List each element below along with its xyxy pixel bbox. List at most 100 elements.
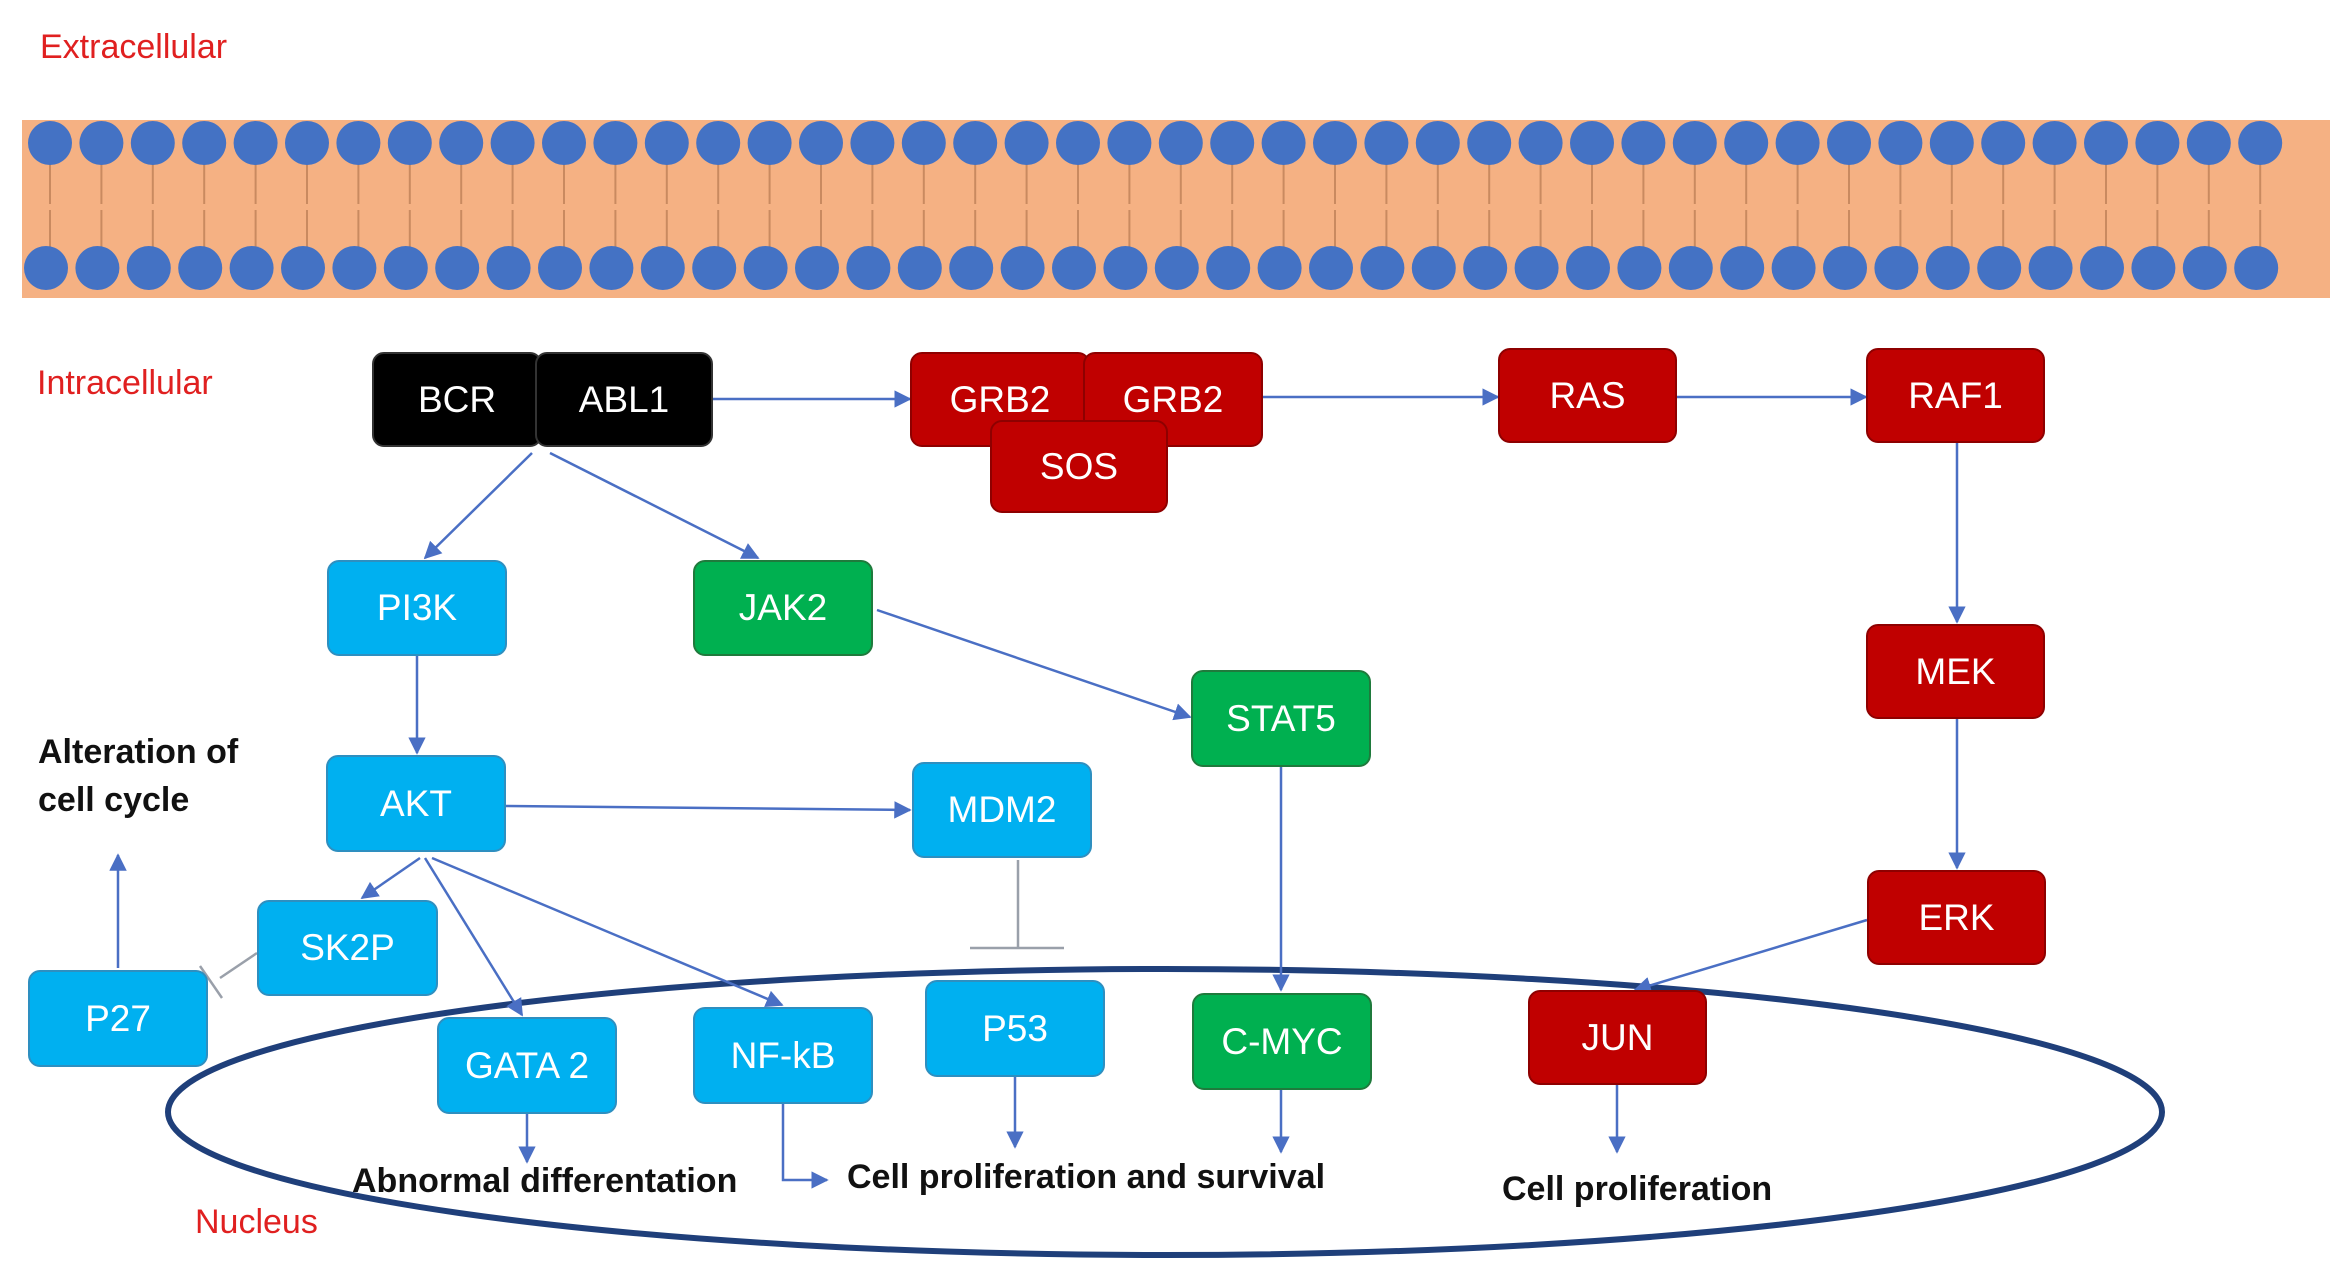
- lipid-head: [1000, 246, 1045, 290]
- nucleus-membrane: [165, 966, 2165, 1258]
- lipid-head: [1823, 246, 1867, 290]
- bcr-node: BCR: [372, 352, 542, 447]
- lipid-head: [542, 121, 586, 165]
- lipid-head: [644, 121, 689, 165]
- lipid-heads-inner-layer: [24, 246, 2279, 290]
- lipid-head: [1874, 246, 1919, 290]
- lipid-head: [593, 121, 638, 165]
- arrow-bcr-to-jak2: [549, 451, 760, 560]
- lipid-head: [897, 246, 942, 290]
- gata2-node: GATA 2: [437, 1017, 617, 1114]
- arrow-bcr-to-pi3k: [423, 452, 533, 560]
- lipid-head: [1724, 121, 1769, 165]
- nfkb-node: NF-kB: [693, 1007, 873, 1104]
- lipid-head: [1771, 246, 1816, 290]
- lipid-head: [2131, 246, 2176, 290]
- lipid-head: [850, 121, 895, 165]
- lipid-head: [79, 121, 124, 165]
- lipid-head: [1103, 246, 1148, 290]
- lipid-head: [589, 246, 634, 290]
- cell-membrane: [22, 120, 2330, 298]
- lipid-head: [1878, 121, 1923, 165]
- raf1-node: RAF1: [1866, 348, 2045, 443]
- lipid-head: [1617, 246, 1662, 290]
- lipid-head: [1925, 246, 1970, 290]
- jun-node: JUN: [1528, 990, 1707, 1085]
- sos-node: SOS: [990, 420, 1168, 513]
- lipid-head: [387, 121, 432, 165]
- lipid-head: [538, 246, 582, 290]
- nucleus-label: Nucleus: [195, 1203, 318, 1241]
- lipid-head: [1411, 246, 1456, 290]
- alteration-label-line1: Alteration of: [38, 733, 239, 771]
- p27-node: P27: [28, 970, 208, 1067]
- abnormal-differentiation-label: Abnormal differentation: [352, 1162, 738, 1200]
- lipid-head: [1981, 121, 2026, 165]
- arrow-nfkb-to-proliferation-survival: [781, 1104, 829, 1189]
- lipid-head: [439, 121, 484, 165]
- lipid-head: [1463, 246, 1508, 290]
- lipid-head: [75, 246, 120, 290]
- lipid-head: [490, 121, 535, 165]
- cell-proliferation-label: Cell proliferation: [1502, 1170, 1773, 1208]
- lipid-head: [130, 121, 175, 165]
- lipid-head: [1004, 121, 1049, 165]
- abl1-node: ABL1: [535, 352, 713, 447]
- alteration-of-cell-cycle-label: Alteration of cell cycle: [38, 728, 238, 824]
- p53-node: P53: [925, 980, 1105, 1077]
- lipid-head: [640, 246, 685, 290]
- mek-node: MEK: [1866, 624, 2045, 719]
- akt-node: AKT: [326, 755, 506, 852]
- lipid-head: [692, 246, 737, 290]
- lipid-head: [2186, 121, 2231, 165]
- lipid-head: [2238, 121, 2283, 165]
- lipid-head: [747, 121, 792, 165]
- lipid-head: [1206, 246, 1251, 290]
- lipid-head: [178, 246, 223, 290]
- lipid-head: [846, 246, 891, 290]
- lipid-head: [901, 121, 946, 165]
- lipid-head: [2080, 246, 2124, 290]
- alteration-label-line2: cell cycle: [38, 781, 190, 819]
- lipid-head: [1566, 246, 1610, 290]
- lipid-head: [24, 246, 68, 290]
- lipid-head: [2182, 246, 2227, 290]
- lipid-head: [229, 246, 274, 290]
- lipid-head: [1257, 246, 1302, 290]
- lipid-head: [126, 246, 171, 290]
- jak2-node: JAK2: [693, 560, 873, 656]
- lipid-head: [383, 246, 428, 290]
- lipid-head: [1467, 121, 1512, 165]
- lipid-head: [233, 121, 278, 165]
- pi3k-node: PI3K: [327, 560, 507, 656]
- extracellular-label: Extracellular: [40, 28, 228, 66]
- lipid-head: [1056, 121, 1100, 165]
- lipid-head: [1154, 246, 1199, 290]
- lipid-head: [1672, 121, 1717, 165]
- lipid-head: [1720, 246, 1765, 290]
- lipid-head: [2028, 246, 2073, 290]
- lipid-heads-outer-layer: [28, 121, 2283, 165]
- lipid-head: [1309, 246, 1353, 290]
- cmyc-node: C-MYC: [1192, 993, 1372, 1090]
- lipid-head: [953, 121, 998, 165]
- stat5-node: STAT5: [1191, 670, 1371, 767]
- lipid-head: [28, 121, 72, 165]
- lipid-head: [1364, 121, 1409, 165]
- lipid-head: [1827, 121, 1871, 165]
- lipid-head: [332, 246, 377, 290]
- lipid-head: [1210, 121, 1255, 165]
- lipid-head: [2032, 121, 2077, 165]
- lipid-head: [799, 121, 843, 165]
- lipid-head: [486, 246, 531, 290]
- lipid-head: [743, 246, 788, 290]
- lipid-head: [1415, 121, 1460, 165]
- lipid-head: [1668, 246, 1713, 290]
- lipid-head: [1518, 121, 1563, 165]
- lipid-head: [1158, 121, 1203, 165]
- lipid-head: [696, 121, 741, 165]
- inhibit-sk2p-p27-bar: [198, 965, 224, 999]
- ras-node: RAS: [1498, 348, 1677, 443]
